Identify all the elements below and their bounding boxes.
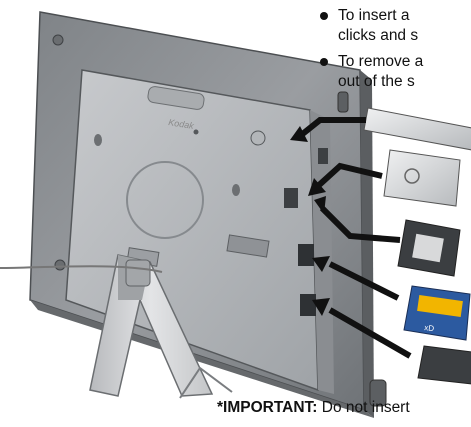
instruction-item: To remove a out of the s (318, 52, 471, 92)
svg-text:xD: xD (424, 323, 435, 333)
important-note: *IMPORTANT: Do not insert (217, 399, 471, 417)
instruction-list: To insert a clicks and s To remove a out… (318, 6, 471, 98)
brand-logo: Kodak (168, 117, 195, 131)
memory-card-slots (284, 148, 328, 316)
bullet-dot (320, 12, 328, 20)
memory-card-xd: xD (403, 285, 471, 341)
important-text: Do not insert (317, 399, 410, 416)
instruction-line: To insert a (338, 7, 410, 24)
insertion-arrows (298, 117, 412, 359)
instruction-line: out of the s (338, 73, 415, 90)
memory-card-memorystick (363, 107, 471, 151)
memory-card-mmc (397, 219, 461, 277)
important-label: *IMPORTANT: (217, 399, 318, 416)
frame-stand (89, 254, 233, 399)
instruction-line: clicks and s (338, 27, 419, 44)
power-cable (0, 265, 163, 273)
instruction-item: To insert a clicks and s (318, 6, 471, 46)
instruction-line: To remove a (338, 53, 424, 70)
memory-card-compactflash (417, 345, 471, 385)
memory-card-sd (383, 149, 461, 207)
arrow-heads (290, 126, 330, 316)
bullet-dot (320, 58, 328, 66)
